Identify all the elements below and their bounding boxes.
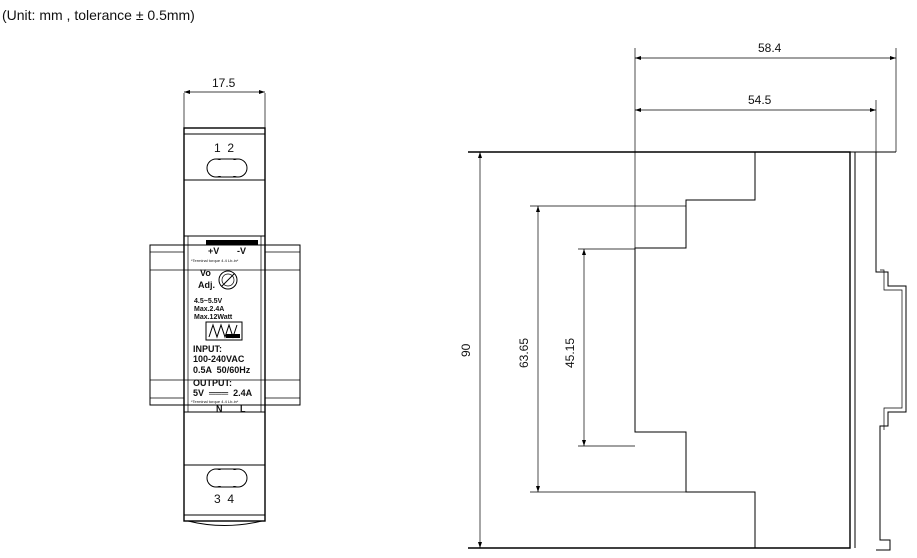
input-line-1: 100-240VAC [193,354,245,364]
brand-logo-icon [205,321,243,341]
depth-total-dimension: 58.4 [758,41,782,55]
unit-note: (Unit: mm , tolerance ± 0.5mm) [2,7,195,23]
pin-plus-label: +V [208,246,219,256]
adjust-knob-icon [218,270,238,290]
width-dimension: 17.5 [212,76,236,90]
top-screw-icon [206,158,248,178]
depth-body-dimension: 54.5 [748,93,772,107]
input-label: INPUT: [193,344,222,354]
torque-note-bottom: *Terminal torque 4.4 Lb-in* [191,399,239,404]
top-terminal-numbers: 1 2 [214,141,234,155]
spec-line-3: Max.12Watt [194,314,233,321]
height-mid-dimension: 63.65 [517,338,531,368]
vo-label: Vo [200,268,211,278]
height-inner-dimension: 45.15 [563,338,577,368]
output-label: OUTPUT: [193,378,232,388]
front-view: 17.5 1 2 +V -V *Terminal [149,76,301,526]
side-view: 58.4 54.5 90 63.65 45.15 [459,41,907,551]
pin-l-label: L [240,404,246,414]
spec-line-1: 4.5~5.5V [194,298,223,305]
spec-line-2: Max.2.4A [194,306,224,313]
pin-minus-label: -V [237,246,246,256]
bottom-terminal-numbers: 3 4 [214,492,234,506]
adj-label: Adj. [198,280,215,290]
output-line-1: 5V ═══ 2.4A [193,388,253,398]
input-line-2: 0.5A 50/60Hz [193,365,251,375]
pin-n-label: N [216,404,223,414]
torque-note-top: *Terminal torque 4.4 Lb-in* [191,258,239,263]
bottom-screw-icon [206,468,248,488]
height-total-dimension: 90 [459,343,473,357]
